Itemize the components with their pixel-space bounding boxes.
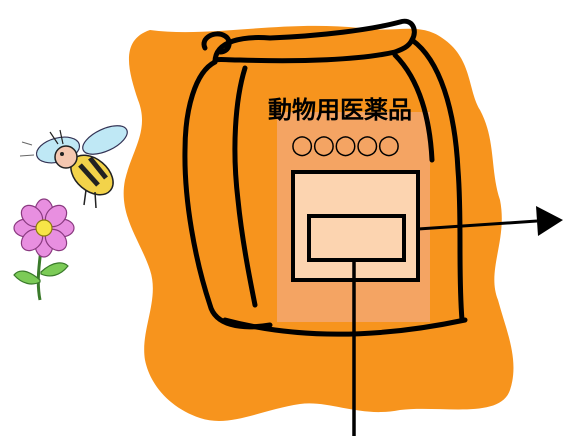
arrow-right-icon	[417, 206, 563, 236]
product-name-placeholder: ○○○○○	[291, 130, 400, 160]
flower-icon	[13, 198, 75, 301]
medicine-package	[182, 18, 468, 337]
bee-icon	[19, 125, 128, 209]
package-title: 動物用医薬品	[268, 96, 412, 124]
label-inner-box	[307, 214, 406, 262]
